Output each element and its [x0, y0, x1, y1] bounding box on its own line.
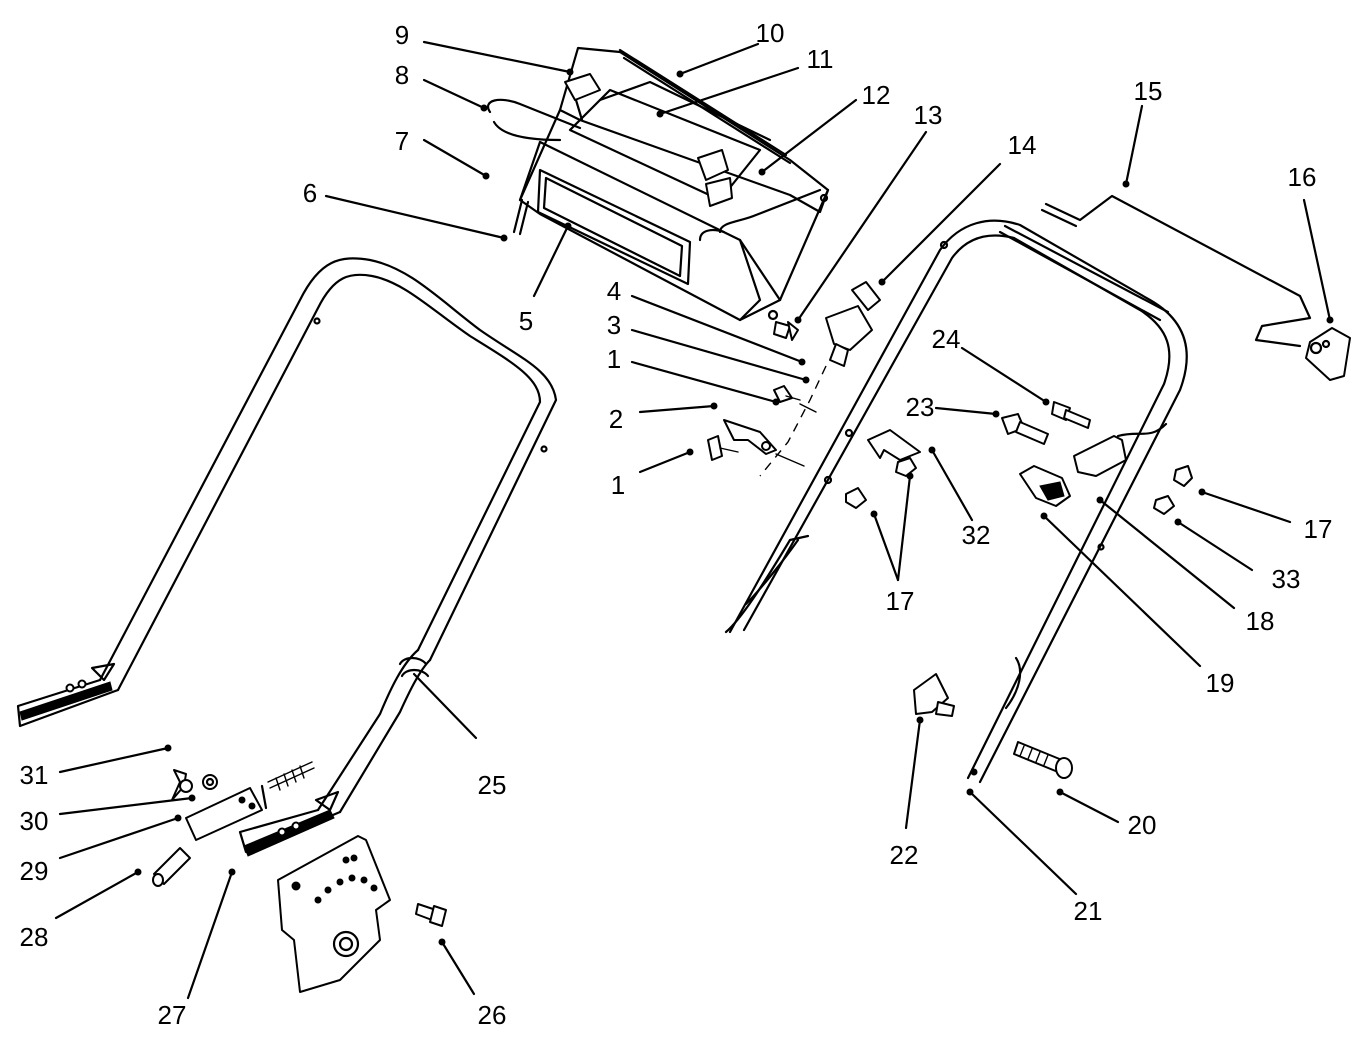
callout-11: 11	[807, 44, 834, 74]
adjuster-plate-assembly	[152, 761, 447, 993]
callout-5: 5	[519, 306, 533, 336]
callout-28: 28	[20, 922, 49, 952]
callout-7: 7	[395, 126, 409, 156]
callout-33: 33	[1272, 564, 1301, 594]
bail-bar	[1040, 194, 1351, 381]
lower-handle	[16, 257, 558, 857]
callout-8: 8	[395, 60, 409, 90]
callout-15: 15	[1134, 76, 1163, 106]
upper-handle	[724, 219, 1188, 784]
callout-27: 27	[158, 1000, 187, 1030]
callout-2: 2	[609, 404, 623, 434]
grass-bag-assembly	[487, 46, 830, 322]
callout-12: 12	[862, 80, 891, 110]
callout-24: 24	[932, 324, 961, 354]
callout-19: 19	[1206, 668, 1235, 698]
callout-1b: 1	[611, 470, 625, 500]
callout-1a: 1	[607, 344, 621, 374]
center-hardware	[707, 281, 881, 477]
callout-23: 23	[906, 392, 935, 422]
callout-labels: 9 8 7 6 5 10 11 12 13 14 15 16 4 3 1 2 1…	[20, 18, 1333, 1030]
callout-30: 30	[20, 806, 49, 836]
callout-25: 25	[478, 770, 507, 800]
bottom-right-hardware	[913, 673, 1073, 779]
callout-20: 20	[1128, 810, 1157, 840]
callout-26: 26	[478, 1000, 507, 1030]
leader-lines	[54, 40, 1332, 1000]
callout-16: 16	[1288, 162, 1317, 192]
callout-29: 29	[20, 856, 49, 886]
callout-17-right: 17	[1304, 514, 1333, 544]
callout-18: 18	[1246, 606, 1275, 636]
callout-14: 14	[1008, 130, 1037, 160]
callout-3: 3	[607, 310, 621, 340]
callout-9: 9	[395, 20, 409, 50]
callout-4: 4	[607, 276, 621, 306]
callout-21: 21	[1074, 896, 1103, 926]
callout-10: 10	[756, 18, 785, 48]
callout-22: 22	[890, 840, 919, 870]
callout-32: 32	[962, 520, 991, 550]
right-hardware	[845, 401, 1193, 515]
leader-dots	[134, 68, 1334, 946]
callout-6: 6	[303, 178, 317, 208]
callout-13: 13	[914, 100, 943, 130]
callout-31: 31	[20, 760, 49, 790]
callout-17-lower: 17	[886, 586, 915, 616]
